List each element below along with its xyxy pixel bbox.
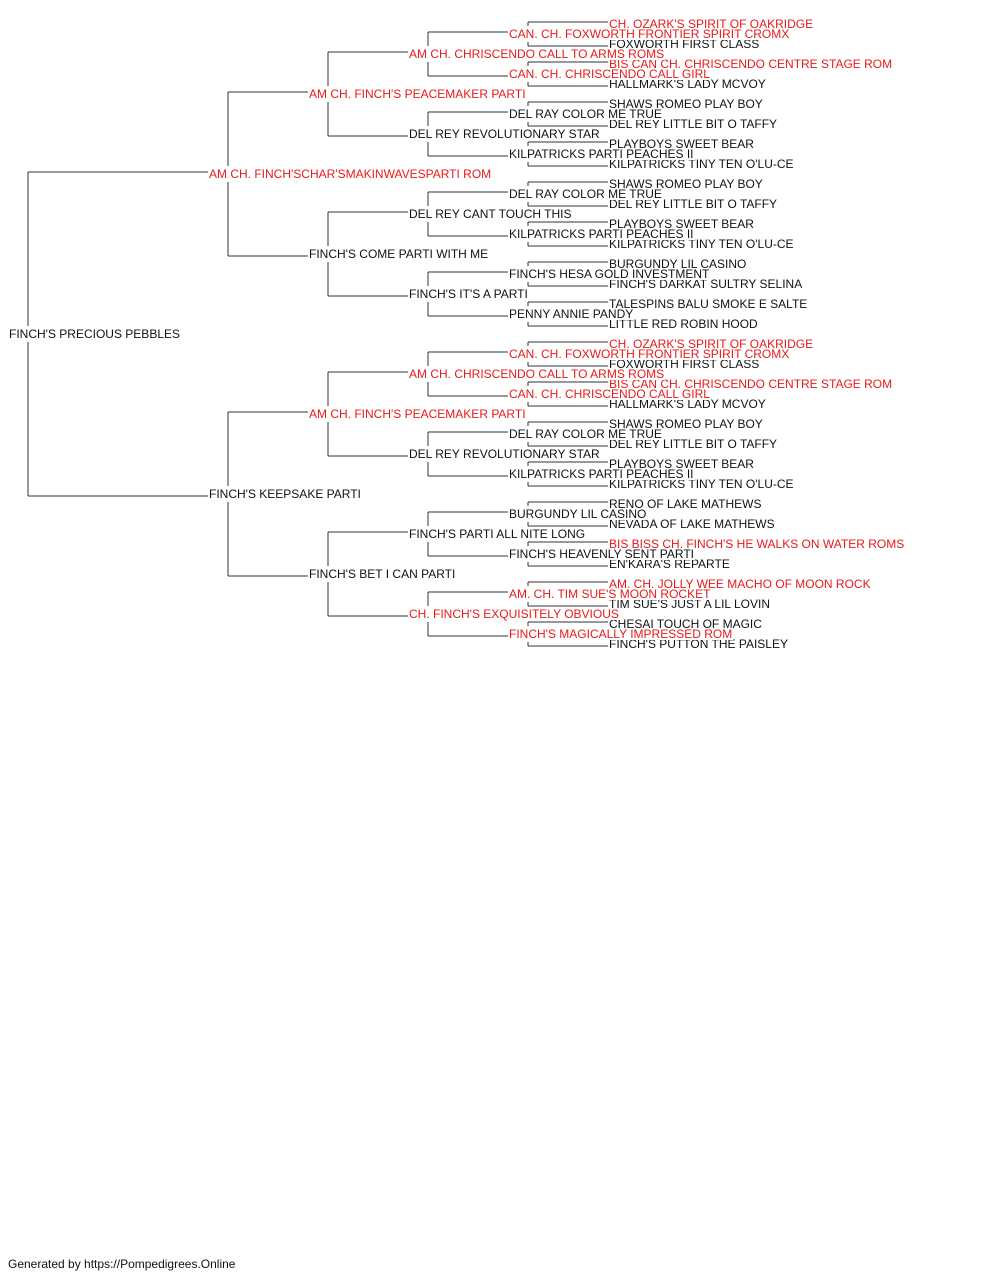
ancestor-name: SHAWS ROMEO PLAY BOY: [608, 417, 764, 431]
ancestor-name: CAN. CH. CHRISCENDO CALL GIRL: [508, 67, 711, 81]
ancestor-name: CHESAI TOUCH OF MAGIC: [608, 617, 763, 631]
ancestor-name: KILPATRICKS PARTI PEACHES II: [508, 227, 695, 241]
ancestor-name: SHAWS ROMEO PLAY BOY: [608, 97, 764, 111]
ancestor-name: FINCH'S HEAVENLY SENT PARTI: [508, 547, 696, 561]
ancestor-name: AM. CH. TIM SUE'S MOON ROCKET: [508, 587, 712, 601]
ancestor-name: DEL RAY COLOR ME TRUE: [508, 187, 663, 201]
ancestor-name: TALESPINS BALU SMOKE E SALTE: [608, 297, 809, 311]
ancestor-name: BURGUNDY LIL CASINO: [508, 507, 648, 521]
footer-credit: Generated by https://Pompedigrees.Online: [8, 1257, 236, 1271]
ancestor-name: PLAYBOYS SWEET BEAR: [608, 217, 755, 231]
ancestor-name: PLAYBOYS SWEET BEAR: [608, 457, 755, 471]
ancestor-name: HALLMARK'S LADY MCVOY: [608, 77, 767, 91]
ancestor-name: CH. OZARK'S SPIRIT OF OAKRIDGE: [608, 17, 815, 31]
ancestor-name: BIS CAN CH. CHRISCENDO CENTRE STAGE ROM: [608, 57, 894, 71]
ancestor-name: DEL REY LITTLE BIT O TAFFY: [608, 437, 779, 451]
ancestor-name: FINCH'S PUTTON THE PAISLEY: [608, 637, 789, 651]
ancestor-name: FINCH'S PARTI ALL NITE LONG: [408, 527, 587, 541]
ancestor-name: FINCH'S MAGICALLY IMPRESSED ROM: [508, 627, 734, 641]
ancestor-name: FOXWORTH FIRST CLASS: [608, 357, 761, 371]
ancestor-name: PLAYBOYS SWEET BEAR: [608, 137, 755, 151]
ancestor-name: AM. CH. JOLLY WEE MACHO OF MOON ROCK: [608, 577, 872, 591]
ancestor-name: FINCH'S DARKAT SULTRY SELINA: [608, 277, 804, 291]
ancestor-name: DEL REY LITTLE BIT O TAFFY: [608, 117, 779, 131]
ancestor-name: DEL RAY COLOR ME TRUE: [508, 427, 663, 441]
ancestor-name: RENO OF LAKE MATHEWS: [608, 497, 763, 511]
ancestor-name: DEL REY LITTLE BIT O TAFFY: [608, 197, 779, 211]
ancestor-name: CAN. CH. CHRISCENDO CALL GIRL: [508, 387, 711, 401]
ancestor-name: SHAWS ROMEO PLAY BOY: [608, 177, 764, 191]
ancestor-name: TIM SUE'S JUST A LIL LOVIN: [608, 597, 772, 611]
subject-dog-name: FINCH'S PRECIOUS PEBBLES: [8, 327, 181, 341]
ancestor-name: HALLMARK'S LADY MCVOY: [608, 397, 767, 411]
ancestor-name: CH. OZARK'S SPIRIT OF OAKRIDGE: [608, 337, 815, 351]
ancestor-name: FOXWORTH FIRST CLASS: [608, 37, 761, 51]
ancestor-name: AM CH. FINCH'S PEACEMAKER PARTI: [308, 87, 527, 101]
ancestor-name: KILPATRICKS PARTI PEACHES II: [508, 147, 695, 161]
ancestor-name: KILPATRICKS PARTI PEACHES II: [508, 467, 695, 481]
ancestor-name: FINCH'S HESA GOLD INVESTMENT: [508, 267, 711, 281]
ancestor-name: CAN. CH. FOXWORTH FRONTIER SPIRIT CROMX: [508, 347, 791, 361]
ancestor-name: BIS CAN CH. CHRISCENDO CENTRE STAGE ROM: [608, 377, 894, 391]
ancestor-name: AM CH. CHRISCENDO CALL TO ARMS ROMS: [408, 367, 666, 381]
ancestor-name: KILPATRICKS TINY TEN O'LU-CE: [608, 477, 795, 491]
ancestor-name: AM CH. FINCH'SCHAR'SMAKINWAVESPARTI ROM: [208, 167, 493, 181]
ancestor-name: EN'KARA'S REPARTE: [608, 557, 731, 571]
ancestor-name: CH. FINCH'S EXQUISITELY OBVIOUS: [408, 607, 620, 621]
ancestor-name: FINCH'S BET I CAN PARTI: [308, 567, 457, 581]
ancestor-name: BURGUNDY LIL CASINO: [608, 257, 748, 271]
ancestor-name: BIS BISS CH. FINCH'S HE WALKS ON WATER R…: [608, 537, 906, 551]
ancestor-name: FINCH'S COME PARTI WITH ME: [308, 247, 490, 261]
ancestor-name: DEL RAY COLOR ME TRUE: [508, 107, 663, 121]
ancestor-name: FINCH'S KEEPSAKE PARTI: [208, 487, 362, 501]
ancestor-name: NEVADA OF LAKE MATHEWS: [608, 517, 776, 531]
ancestor-name: FINCH'S IT'S A PARTI: [408, 287, 529, 301]
ancestor-name: DEL REY REVOLUTIONARY STAR: [408, 447, 601, 461]
ancestor-name: AM CH. CHRISCENDO CALL TO ARMS ROMS: [408, 47, 666, 61]
ancestor-name: DEL REY CANT TOUCH THIS: [408, 207, 573, 221]
ancestor-name: PENNY ANNIE PANDY: [508, 307, 635, 321]
ancestor-name: DEL REY REVOLUTIONARY STAR: [408, 127, 601, 141]
ancestor-name: KILPATRICKS TINY TEN O'LU-CE: [608, 157, 795, 171]
ancestor-name: CAN. CH. FOXWORTH FRONTIER SPIRIT CROMX: [508, 27, 791, 41]
ancestor-name: KILPATRICKS TINY TEN O'LU-CE: [608, 237, 795, 251]
ancestor-name: LITTLE RED ROBIN HOOD: [608, 317, 759, 331]
ancestor-name: AM CH. FINCH'S PEACEMAKER PARTI: [308, 407, 527, 421]
